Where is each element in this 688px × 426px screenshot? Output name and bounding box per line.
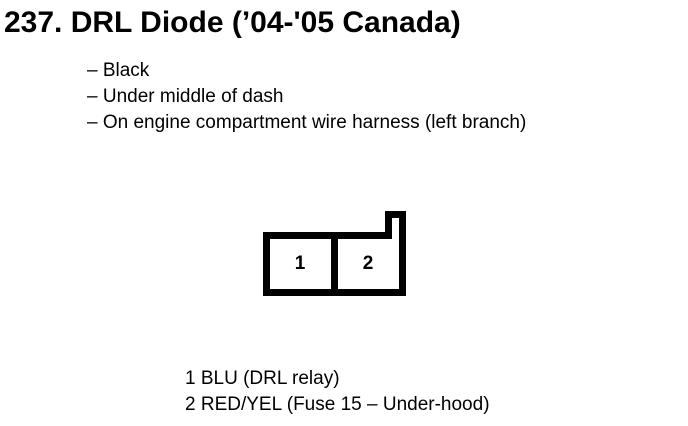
connector-locking-tab-icon bbox=[385, 211, 406, 239]
pin-legend: 1 BLU (DRL relay) 2 RED/YEL (Fuse 15 – U… bbox=[185, 366, 490, 418]
connector-cavity-divider bbox=[331, 232, 338, 296]
connector-pin-2-label: 2 bbox=[362, 253, 374, 274]
description-item-location: – Under middle of dash bbox=[87, 86, 284, 107]
pin-legend-row-1-number: 1 bbox=[185, 368, 196, 389]
pin-legend-row-1: 1 BLU (DRL relay) bbox=[185, 366, 490, 392]
pin-legend-row-2-text: RED/YEL (Fuse 15 – Under-hood) bbox=[200, 394, 490, 415]
page-title: 237. DRL Diode (’04-'05 Canada) bbox=[4, 6, 461, 39]
pin-legend-row-2-number: 2 bbox=[185, 394, 196, 415]
pin-legend-row-2: 2 RED/YEL (Fuse 15 – Under-hood) bbox=[185, 392, 490, 418]
description-item-harness: – On engine compartment wire harness (le… bbox=[87, 112, 527, 133]
description-item-color: – Black bbox=[87, 60, 150, 81]
connector-pin-1-label: 1 bbox=[294, 253, 306, 274]
connector-diagram: 1 2 bbox=[263, 211, 408, 297]
pin-legend-row-1-text: BLU (DRL relay) bbox=[200, 368, 340, 389]
description-list: – Black – Under middle of dash – On engi… bbox=[87, 58, 526, 136]
